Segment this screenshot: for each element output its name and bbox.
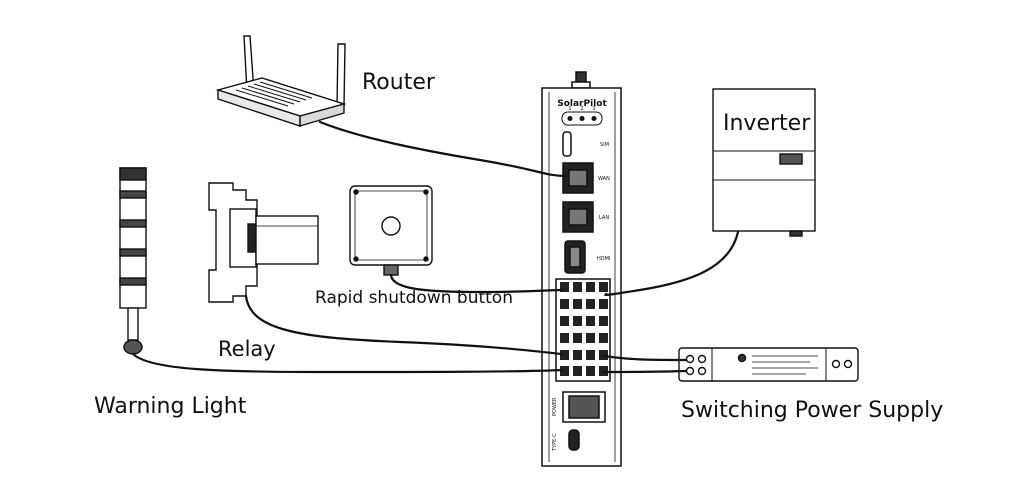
port-hdmi-label: HDMI: [597, 256, 610, 262]
relay-label: Relay: [218, 337, 276, 361]
led-number-2: 2: [580, 106, 583, 112]
warning-light-label: Warning Light: [94, 394, 247, 419]
warning-light-device: [119, 167, 147, 355]
router-label: Router: [362, 70, 435, 95]
led-number-3: 3: [592, 106, 595, 112]
port-typec-label: TYPE-C: [552, 433, 558, 452]
cable-warning-terminal: [131, 352, 564, 374]
cables: [131, 120, 740, 374]
port-lan-label: LAN: [599, 215, 609, 221]
cable-psu-terminal-2: [602, 369, 688, 374]
cable-inverter-terminal: [604, 230, 740, 297]
port-wan-label: WAN: [598, 176, 610, 182]
cable-rapid-terminal: [389, 273, 564, 294]
inverter-label: Inverter: [723, 111, 811, 136]
port-power-label: POWER: [552, 397, 558, 416]
controller-device: [541, 71, 622, 467]
power-supply-device: [678, 347, 859, 382]
rapid-shutdown-device: [349, 185, 433, 276]
led-number-1: 1: [568, 106, 571, 112]
cable-router-wan: [318, 120, 568, 178]
rapid-shutdown-label: Rapid shutdown button: [315, 288, 513, 308]
port-sim-label: SIM: [600, 142, 609, 148]
power-supply-label: Switching Power Supply: [681, 398, 944, 423]
inverter-device: [712, 88, 816, 237]
controller-brand: SolarPilot: [557, 99, 607, 109]
router-device: [215, 35, 347, 127]
cable-relay-terminal: [244, 294, 564, 356]
cable-psu-terminal-1: [602, 354, 688, 362]
relay-device: [208, 182, 319, 303]
